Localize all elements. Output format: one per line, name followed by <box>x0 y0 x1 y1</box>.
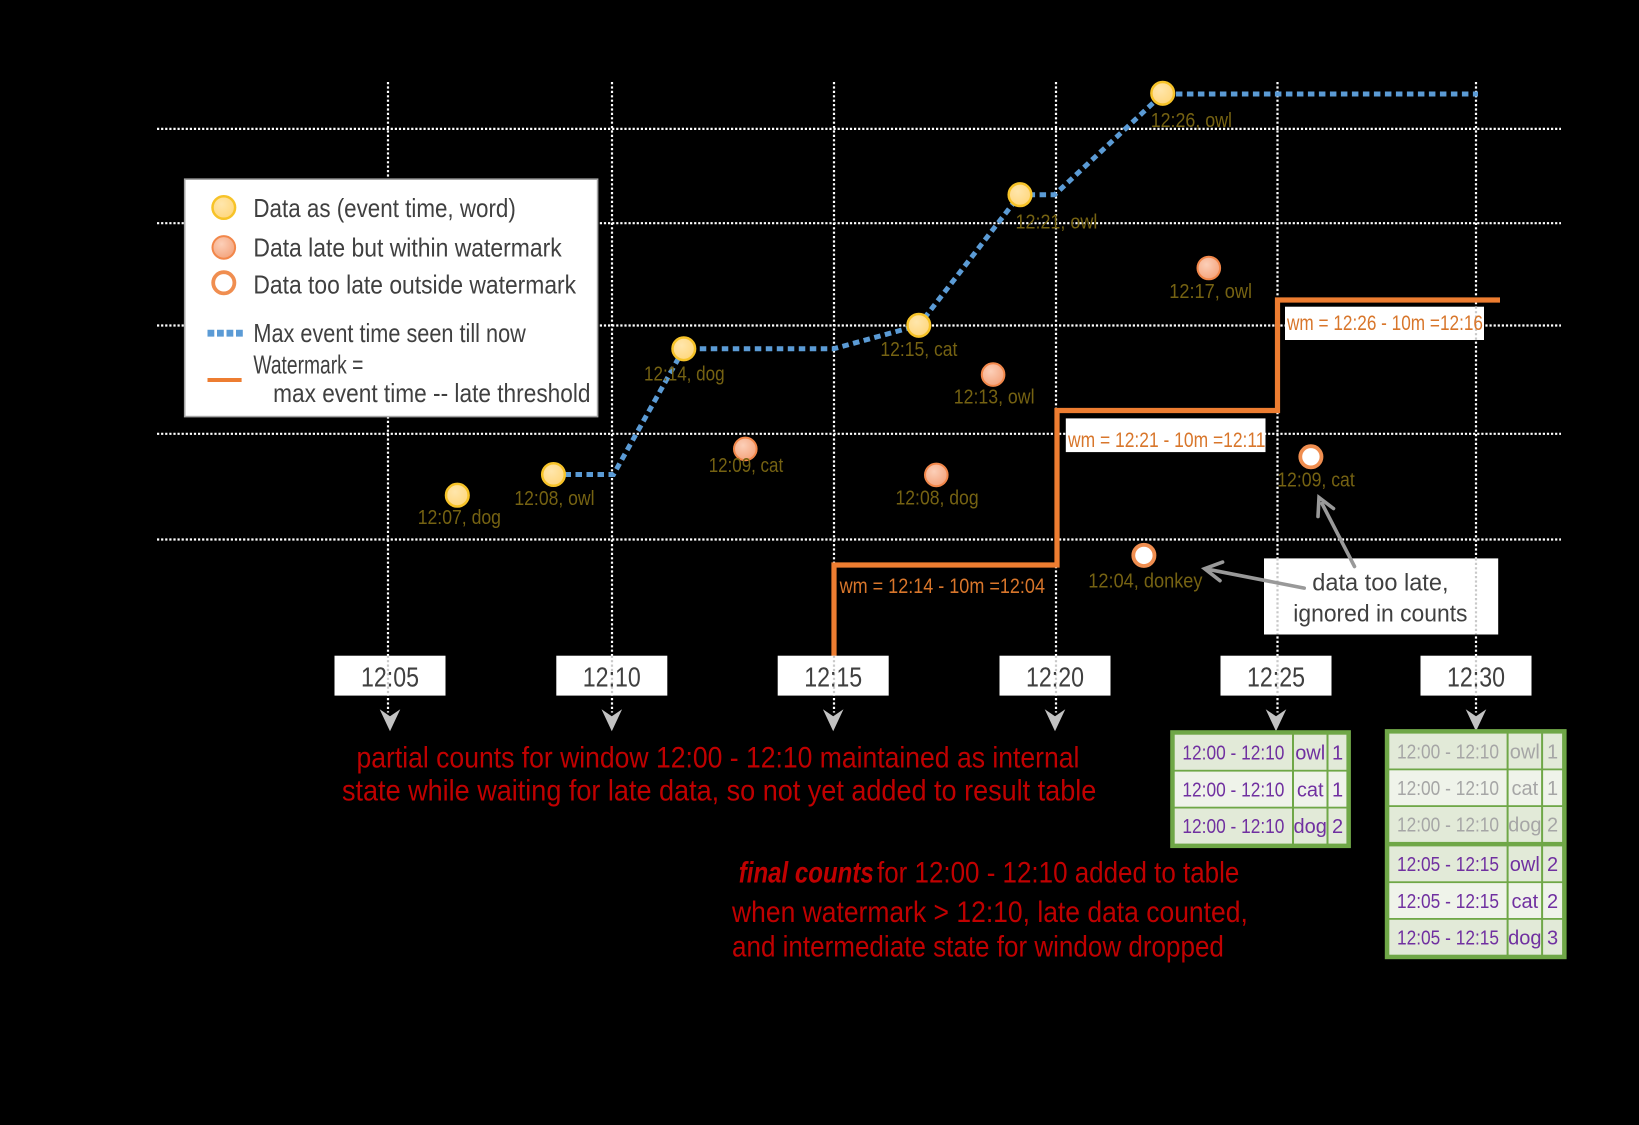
svg-text:12:00 - 12:10: 12:00 - 12:10 <box>1397 815 1499 837</box>
svg-text:12:00 - 12:10: 12:00 - 12:10 <box>1182 779 1284 801</box>
svg-text:12:00 - 12:10: 12:00 - 12:10 <box>1397 741 1499 763</box>
svg-text:12:26, owl: 12:26, owl <box>1151 110 1232 132</box>
svg-text:ignored in counts: ignored in counts <box>1293 600 1467 627</box>
svg-text:3: 3 <box>1547 928 1558 950</box>
svg-text:12:05 - 12:15: 12:05 - 12:15 <box>1397 854 1499 876</box>
svg-text:2: 2 <box>1332 816 1343 838</box>
svg-text:state while waiting for late d: state while waiting for late data, so no… <box>342 775 1096 808</box>
svg-text:12:09, cat: 12:09, cat <box>1277 470 1355 492</box>
svg-text:owl: owl <box>1510 741 1540 763</box>
svg-text:dog: dog <box>1508 928 1541 950</box>
svg-text:12:07, dog: 12:07, dog <box>418 507 501 529</box>
svg-text:Data too late outside watermar: Data too late outside watermark <box>253 269 577 299</box>
svg-text:12:15: 12:15 <box>804 662 862 693</box>
svg-text:Data late but within watermark: Data late but within watermark <box>253 233 562 263</box>
svg-text:dog: dog <box>1508 815 1541 837</box>
svg-text:1: 1 <box>1332 743 1343 765</box>
svg-text:when watermark > 12:10, late d: when watermark > 12:10, late data counte… <box>731 896 1248 929</box>
svg-text:for 12:00 - 12:10 added to tab: for 12:00 - 12:10 added to table <box>877 857 1239 890</box>
svg-text:12:17, owl: 12:17, owl <box>1169 281 1252 303</box>
svg-text:owl: owl <box>1510 854 1540 876</box>
svg-text:final counts: final counts <box>739 857 874 890</box>
svg-text:max event time -- late thresho: max event time -- late threshold <box>273 378 590 408</box>
svg-text:12:15, cat: 12:15, cat <box>880 339 957 361</box>
svg-text:12:08, owl: 12:08, owl <box>514 488 594 510</box>
svg-text:12:05 - 12:15: 12:05 - 12:15 <box>1397 928 1499 950</box>
svg-text:2: 2 <box>1547 891 1558 913</box>
svg-text:12:00 - 12:10: 12:00 - 12:10 <box>1397 778 1499 800</box>
svg-text:12:10: 12:10 <box>583 662 641 693</box>
svg-text:Watermark =: Watermark = <box>253 349 363 379</box>
svg-text:1: 1 <box>1332 779 1343 801</box>
svg-text:12:08, dog: 12:08, dog <box>896 487 979 509</box>
svg-text:Max event time seen till now: Max event time seen till now <box>253 318 526 348</box>
svg-text:12:00 - 12:10: 12:00 - 12:10 <box>1182 743 1284 765</box>
svg-text:wm = 12:14 - 10m =12:04: wm = 12:14 - 10m =12:04 <box>839 574 1045 598</box>
svg-text:cat: cat <box>1511 778 1538 800</box>
svg-text:12:05: 12:05 <box>361 662 419 693</box>
svg-text:cat: cat <box>1511 891 1538 913</box>
svg-text:dog: dog <box>1294 816 1327 838</box>
svg-text:12:21, owl: 12:21, owl <box>1016 212 1098 234</box>
svg-text:1: 1 <box>1547 741 1558 763</box>
svg-text:12:30: 12:30 <box>1447 662 1505 693</box>
svg-text:Data as (event time, word): Data as (event time, word) <box>253 193 515 223</box>
svg-text:wm = 12:26 - 10m =12:16: wm = 12:26 - 10m =12:16 <box>1286 311 1483 335</box>
svg-text:data too late,: data too late, <box>1312 570 1448 597</box>
svg-text:12:20: 12:20 <box>1026 662 1084 693</box>
svg-text:12:14, dog: 12:14, dog <box>644 364 725 386</box>
svg-text:cat: cat <box>1297 779 1324 801</box>
svg-text:wm = 12:21 - 10m =12:11: wm = 12:21 - 10m =12:11 <box>1067 428 1265 452</box>
svg-text:12:00 - 12:10: 12:00 - 12:10 <box>1182 816 1284 838</box>
svg-text:12:13, owl: 12:13, owl <box>954 386 1035 408</box>
svg-text:and intermediate state for win: and intermediate state for window droppe… <box>732 931 1224 964</box>
svg-text:12:05 - 12:15: 12:05 - 12:15 <box>1397 891 1499 913</box>
svg-text:12:25: 12:25 <box>1247 662 1305 693</box>
svg-text:2: 2 <box>1547 854 1558 876</box>
svg-text:partial counts for window 12:0: partial counts for window 12:00 - 12:10 … <box>357 741 1080 774</box>
svg-text:12:04, donkey: 12:04, donkey <box>1088 571 1202 593</box>
svg-text:owl: owl <box>1295 743 1325 765</box>
svg-text:2: 2 <box>1547 815 1558 837</box>
svg-text:1: 1 <box>1547 778 1558 800</box>
svg-text:12:09, cat: 12:09, cat <box>709 455 784 477</box>
